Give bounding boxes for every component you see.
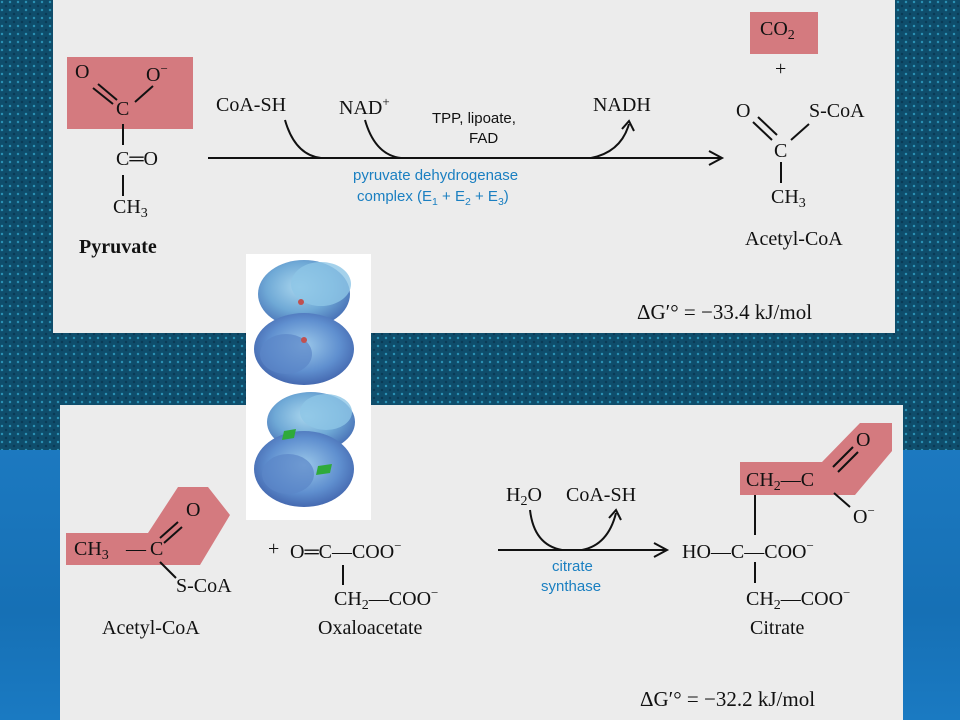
nadh-arrowhead — [621, 119, 635, 132]
pyruvate-methyl: CH3 — [113, 196, 148, 221]
acetylcoa-label: Acetyl-CoA — [745, 228, 843, 250]
enzyme-name-line1: pyruvate dehydrogenase — [353, 167, 519, 184]
citrate-reaction-arrowhead — [653, 542, 670, 558]
acetylcoa-bond-left — [752, 121, 773, 141]
delta-g-top: ΔG′° = −33.4 kJ/mol — [637, 300, 813, 324]
top-reaction-drawing — [67, 12, 818, 196]
nadh-product: NADH — [593, 94, 651, 116]
coash-reactant: CoA-SH — [216, 94, 287, 116]
cofactors-line1: TPP, lipoate, — [432, 110, 516, 127]
acetyl-methyl: CH3 — [74, 538, 109, 563]
enzyme-name-line2: complex (E1 + E2 + E3) — [357, 188, 509, 208]
pyruvate-carbon: C — [116, 98, 130, 120]
citrate-o-minus: O− — [853, 503, 875, 528]
pyruvate-carbonyl: C═O — [116, 148, 158, 170]
oxaloacetate-main: O═C—COO− — [290, 538, 402, 563]
acetyl-bond-to-o-double — [163, 526, 183, 544]
acetylcoa-label-bottom: Acetyl-CoA — [102, 617, 200, 639]
acetyl-bond-to-s — [159, 561, 177, 579]
citrate-synthase-structure-image — [246, 254, 371, 520]
acetylcoa-bond-left-double — [757, 116, 778, 136]
acetylcoa-methyl: CH3 — [771, 186, 806, 211]
co2-product: CO2 — [760, 18, 795, 43]
reaction-arrowhead — [708, 150, 725, 166]
oxaloacetate-label: Oxaloacetate — [318, 617, 423, 639]
acetyl-bond-to-o — [159, 521, 179, 539]
acetylcoa-carbon: C — [774, 140, 788, 162]
water-reactant: H2O — [506, 484, 542, 509]
citrate-ch2-bottom: CH2—COO− — [746, 585, 851, 613]
acetyl-oxygen: O — [186, 499, 201, 521]
acetyl-scoa: S-CoA — [176, 575, 232, 597]
acetyl-carbon: C — [150, 538, 164, 560]
nadh-curve — [590, 123, 630, 159]
pyruvate-bond-left-double — [97, 83, 118, 101]
coash-released: CoA-SH — [566, 484, 637, 506]
citrate-ch2-top: CH2—C — [746, 469, 815, 494]
cofactors-line2: FAD — [469, 130, 499, 147]
acetylcoa-oxygen: O — [736, 100, 751, 122]
coash-curve — [284, 119, 322, 159]
nad-curve — [364, 119, 402, 159]
citrate-acetyl-highlight — [740, 423, 892, 495]
citrate-carbonyl-bond — [832, 446, 854, 468]
nad-reactant: NAD+ — [339, 94, 390, 119]
pyruvate-label: Pyruvate — [79, 236, 157, 258]
citrate-synthase-line2: synthase — [541, 578, 602, 595]
bottom-reaction-drawing — [66, 423, 892, 585]
pyruvate-bond-left — [92, 87, 114, 105]
acetylcoa-scoa: S-CoA — [809, 100, 865, 122]
citrate-synthase-reaction-panel: O CH3 — C S-CoA Acetyl-CoA + O═C—COO− CH… — [60, 405, 903, 720]
h2o-curve — [529, 509, 563, 551]
coash-release-arrowhead — [608, 508, 622, 521]
pyruvate-oxygen-left: O — [75, 61, 90, 83]
citrate-label: Citrate — [750, 617, 805, 639]
delta-g-bottom: ΔG′° = −32.2 kJ/mol — [640, 687, 816, 711]
acetylcoa-bond-right — [790, 123, 810, 141]
pyruvate-bond-right — [134, 85, 154, 103]
citrate-synthase-line1: citrate — [552, 558, 593, 575]
product-plus: + — [775, 58, 787, 80]
coash-release-curve — [581, 512, 617, 551]
closed-conformation — [254, 392, 355, 507]
citrate-carbonyl-bond-double — [837, 451, 859, 473]
pyruvate-dehydrogenase-reaction-panel: O O− C C═O CH3 Pyruvate CoA-SH NAD+ TPP,… — [53, 0, 895, 333]
open-conformation — [254, 260, 354, 385]
co2-highlight — [750, 12, 818, 54]
acetyl-bond-dash: — — [126, 538, 146, 560]
protein-ribbon-drawing — [254, 260, 355, 507]
citrate-carbonyl-oxygen: O — [856, 429, 871, 451]
pyruvate-oxygen-right: O− — [146, 61, 168, 86]
citrate-o-minus-bond — [833, 492, 851, 508]
oxaloacetate-ch2: CH2—COO− — [334, 585, 439, 613]
acetyl-group-highlight — [66, 487, 230, 565]
pyruvate-carboxylate-highlight — [67, 57, 193, 129]
reactant-plus: + — [268, 538, 280, 560]
citrate-central: HO—C—COO− — [682, 538, 814, 563]
